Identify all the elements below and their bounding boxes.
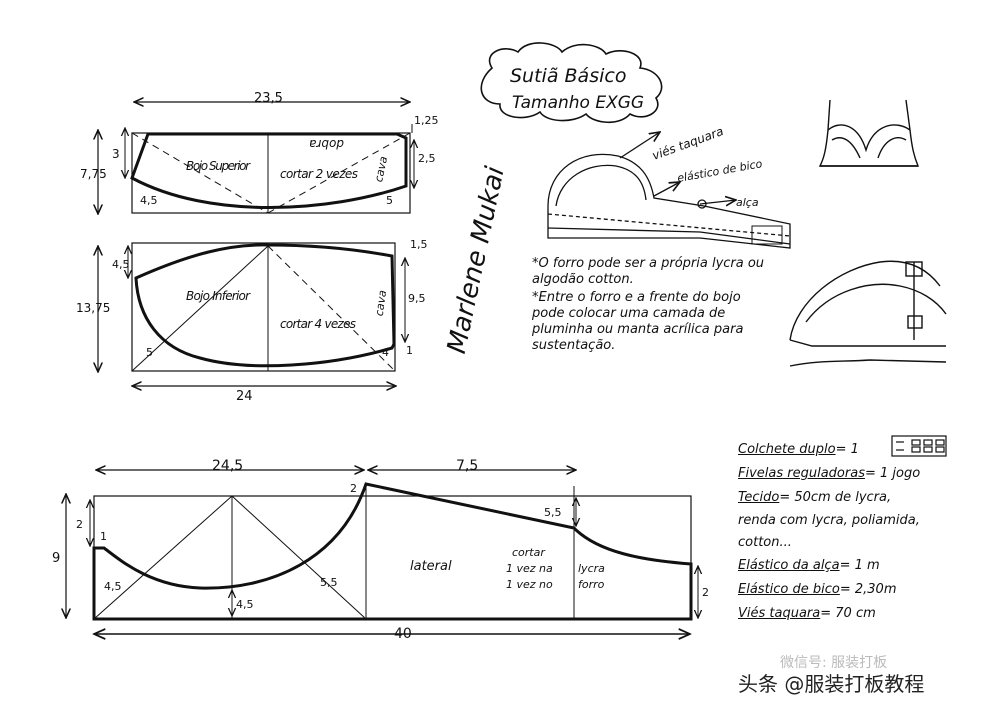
- upper-instruction: cortar 2 vezes: [280, 167, 358, 181]
- hook-eye-icon: [891, 435, 947, 457]
- signature: Marlene Mukai: [442, 163, 511, 356]
- lower-right-top: 1,5: [410, 238, 428, 251]
- material-row: Tecido= 50cm de lycra,: [738, 486, 984, 510]
- lower-width: 24: [236, 389, 253, 404]
- upper-right-side: 2,5: [418, 152, 436, 165]
- material-value: = 1 m: [839, 558, 880, 573]
- title-line2: Tamanho EXGG: [512, 93, 644, 113]
- material-key: Elástico de bico: [738, 582, 840, 597]
- lateral-front-width: 24,5: [212, 458, 243, 474]
- lower-cup-pattern: 13,75 4,5 1,5 9,5 1 5 4 24 Bojo Inferior…: [76, 238, 428, 404]
- upper-left-side: 3: [112, 147, 120, 161]
- lateral-left-step: 1: [100, 530, 107, 543]
- lateral-right-top: 5,5: [544, 506, 562, 519]
- lateral-right-end: 2: [702, 586, 709, 599]
- lateral-peak: 2: [350, 482, 357, 495]
- material-value: renda com lycra, poliamida, cotton...: [738, 513, 920, 550]
- lateral-curve-right: 5,5: [320, 576, 338, 589]
- lateral-label: lateral: [410, 559, 452, 574]
- materials-list: Colchete duplo= 1 Fivelas reguladoras= 1…: [738, 438, 984, 626]
- material-key: Tecido: [738, 490, 780, 505]
- upper-cup-pattern: 23,5 7,75 3 1,25 2,5 4,5 5 Bojo Superior…: [80, 91, 439, 214]
- upper-bottom-right: 5: [386, 194, 393, 207]
- bra-side-sketch: [789, 260, 947, 367]
- upper-fold: dobra: [309, 137, 344, 151]
- material-row: Viés taquara= 70 cm: [738, 602, 984, 626]
- watermark: 头条 @服装打板教程: [738, 672, 925, 696]
- lower-height: 13,75: [76, 301, 110, 315]
- label-alca: alça: [736, 196, 759, 209]
- material-key: Colchete duplo: [738, 442, 836, 457]
- lateral-curve-left: 4,5: [104, 580, 122, 593]
- lateral-instr-0: cortar: [512, 546, 546, 559]
- lateral-instr-4: forro: [578, 578, 605, 591]
- lateral-instr-3: 1 vez no: [506, 578, 553, 591]
- lateral-instr-1: 1 vez na: [506, 562, 553, 575]
- upper-bottom-left: 4,5: [140, 194, 158, 207]
- lower-cup-name: Bojo Inferior: [186, 289, 251, 303]
- upper-cava: cava: [372, 155, 390, 183]
- watermark-faint: 微信号: 服装打板: [780, 655, 888, 671]
- material-row: Elástico de bico= 2,30m: [738, 578, 984, 602]
- lateral-total-width: 40: [394, 626, 412, 642]
- upper-height: 7,75: [80, 167, 107, 181]
- note-item: *Entre o forro e a frente do bojo pode c…: [532, 290, 744, 353]
- bra-cup-illustration: [547, 132, 791, 249]
- lateral-instr-2: lycra: [578, 562, 605, 575]
- lower-cava: cava: [373, 289, 390, 317]
- lower-right-corner: 1: [406, 344, 413, 357]
- note-item: *O forro pode ser a própria lycra ou alg…: [532, 256, 765, 287]
- lower-bottom-right: 4: [382, 346, 389, 359]
- lateral-left-drop: 2: [76, 518, 83, 531]
- label-elastico: elástico de bico: [676, 157, 763, 185]
- bra-front-sketch: [818, 99, 920, 167]
- material-value: = 70 cm: [820, 606, 876, 621]
- material-row: Colchete duplo= 1: [738, 438, 984, 462]
- lateral-center-drop: 4,5: [236, 598, 254, 611]
- signature-text: Marlene Mukai: [442, 163, 511, 356]
- lower-instruction: cortar 4 vezes: [280, 317, 356, 331]
- title-cloud: Sutiã Básico Tamanho EXGG: [480, 42, 663, 124]
- lower-bottom-left: 5: [146, 346, 153, 359]
- material-value: = 50cm de lycra,: [779, 490, 892, 505]
- material-row: Fivelas reguladoras= 1 jogo: [738, 462, 984, 486]
- material-row: Elástico da alça= 1 m: [738, 554, 984, 578]
- lateral-band-pattern: 24,5 7,5 40 9 2 1 2 4,5 5,5 4,5 5,5 2 la…: [52, 458, 709, 642]
- title-line1: Sutiã Básico: [510, 65, 626, 87]
- lower-left-top: 4,5: [112, 258, 130, 271]
- lateral-height: 9: [52, 551, 60, 566]
- construction-notes: *O forro pode ser a própria lycra ou alg…: [532, 256, 772, 356]
- material-value: = 1 jogo: [864, 466, 921, 481]
- material-value: = 2,30m: [839, 582, 897, 597]
- material-row: renda com lycra, poliamida, cotton...: [738, 510, 948, 554]
- material-value: = 1: [835, 442, 859, 457]
- upper-cup-name-1: Bojo Superior: [186, 159, 251, 173]
- material-key: Fivelas reguladoras: [738, 466, 865, 481]
- lower-right-side: 9,5: [408, 292, 426, 305]
- material-key: Viés taquara: [738, 606, 821, 621]
- upper-width: 23,5: [254, 91, 283, 106]
- material-key: Elástico da alça: [738, 558, 840, 573]
- upper-right-top: 1,25: [414, 114, 439, 127]
- label-vies: viés taquara: [650, 124, 725, 163]
- lateral-side-width: 7,5: [456, 458, 478, 474]
